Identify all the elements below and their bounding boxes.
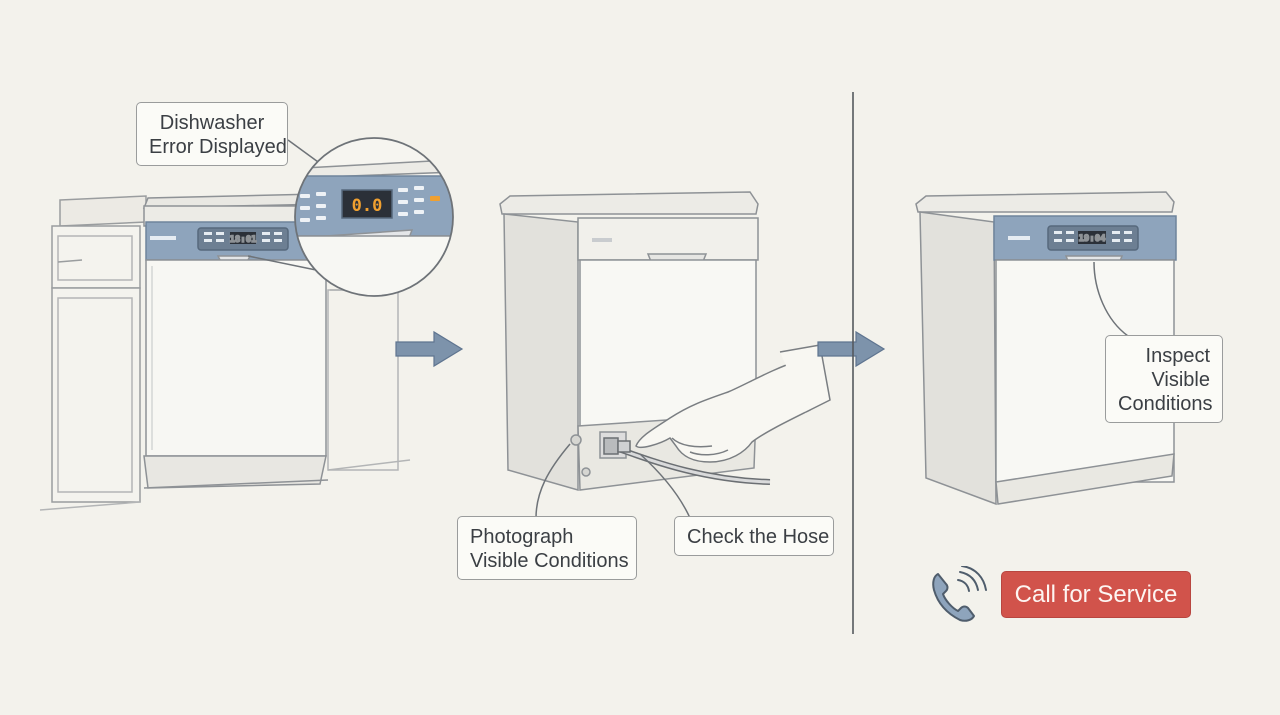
leader-inspect: [1093, 261, 1129, 337]
label-line: Check the Hose: [687, 526, 830, 548]
label-check-hose: Check the Hose: [674, 516, 834, 556]
call-for-service-button[interactable]: Call for Service: [1001, 571, 1191, 618]
label-inspect-conditions: Inspect Visible Conditions: [1105, 335, 1223, 423]
label-photograph-conditions: Photograph Visible Conditions: [457, 516, 637, 580]
step1-display-code: 18:01: [229, 235, 256, 245]
label-line: Inspect: [1145, 345, 1210, 367]
step3-display-code: 19:04: [1078, 234, 1106, 244]
right-arrow-icon: [395, 330, 464, 368]
dishwasher-step1: 18:01: [142, 193, 329, 489]
water-hose: [603, 437, 771, 485]
dishwasher-step2: [499, 191, 759, 491]
label-line: Conditions: [1118, 393, 1213, 415]
phone-icon: [932, 566, 987, 622]
leader-check-hose: [639, 453, 691, 519]
label-line: Visible: [1151, 369, 1210, 391]
label-line: Photograph: [470, 526, 574, 548]
right-arrow-icon: [817, 330, 886, 368]
label-line: Error Displayed: [149, 136, 287, 158]
label-line: Visible Conditions: [470, 550, 629, 572]
label-dishwasher-error: Dishwasher Error Displayed: [136, 102, 288, 166]
zoom-display-code: 0.0: [352, 196, 383, 216]
hand: [635, 344, 831, 463]
kitchen-cabinets: [39, 195, 411, 511]
label-line: Dishwasher: [159, 112, 265, 134]
leader-photograph: [535, 443, 571, 519]
